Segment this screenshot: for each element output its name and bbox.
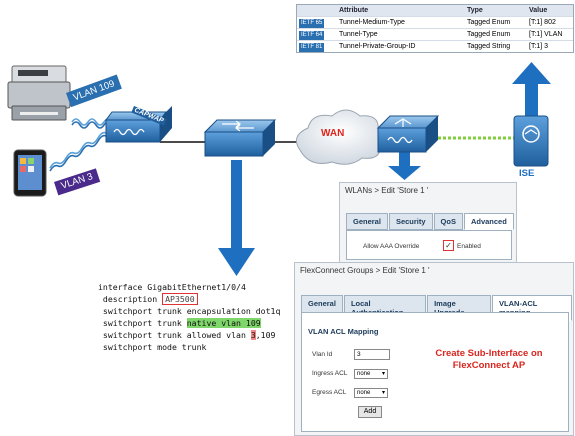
config-line: description AP3500 [98, 293, 284, 305]
table-header-type: Type [467, 7, 483, 14]
callout-text: Create Sub-Interface on FlexConnect AP [414, 348, 564, 372]
tab-security[interactable]: Security [388, 213, 433, 230]
ingress-acl-value: none [357, 371, 371, 377]
config-line: interface GigabitEthernet1/0/4 [98, 282, 246, 292]
ietf-tag: IETF 65 [299, 19, 325, 28]
ingress-acl-label: Ingress ACL [312, 370, 348, 377]
tab-qos[interactable]: QoS [433, 213, 463, 230]
ietf-tag-cell: IETF 65 [297, 17, 339, 28]
config-line: switchport trunk encapsulation dot1q [98, 306, 281, 316]
switch-config: interface GigabitEthernet1/0/4 descripti… [98, 281, 284, 357]
arrow-down-to-config [218, 160, 255, 276]
config-line-suffix: ,109 [255, 330, 276, 340]
attribute-type: Tagged Enum [467, 31, 511, 38]
vlan-id-input[interactable]: 3 [354, 349, 390, 360]
ietf-tag-cell: IETF 81 [297, 41, 339, 52]
arrow-down-to-wlan [388, 150, 421, 180]
attribute-name: Tunnel-Medium-Type [339, 19, 405, 26]
table-row: IETF 65 Tunnel-Medium-Type Tagged Enum [… [297, 17, 573, 29]
egress-acl-value: none [357, 390, 371, 396]
wlan-panel-title: WLANs > Edit 'Store 1 ' [345, 186, 429, 195]
config-line: switchport mode trunk [98, 342, 207, 352]
egress-acl-label: Egress ACL [312, 389, 347, 396]
table-header-value: Value [529, 7, 548, 14]
ise-label: ISE [519, 168, 535, 179]
attribute-type: Tagged Enum [467, 19, 511, 26]
attribute-name: Tunnel-Type [339, 31, 378, 38]
attribute-value: [T:1] 3 [529, 43, 549, 50]
vlan-acl-section-title: VLAN ACL Mapping [308, 327, 379, 336]
ietf-tag: IETF 64 [299, 31, 325, 40]
switch-icon [203, 119, 277, 157]
table-row: IETF 81 Tunnel-Private-Group-ID Tagged S… [297, 41, 573, 52]
wlan-controller-icon [376, 115, 440, 153]
flexconnect-panel-title: FlexConnect Groups > Edit 'Store 1 ' [300, 266, 430, 275]
vlan-id-label: Vlan Id [312, 351, 333, 358]
add-button[interactable]: Add [358, 406, 382, 418]
callout-line-1: Create Sub-Interface on [435, 348, 543, 359]
tab-general[interactable]: General [346, 213, 388, 230]
table-header-row: Attribute Type Value [297, 5, 573, 17]
wlan-tabs: General Security QoS Advanced [346, 213, 515, 230]
ietf-tag: IETF 81 [299, 43, 325, 52]
wireless-link-vlan3 [49, 127, 115, 172]
ingress-acl-select[interactable]: none ▾ [354, 369, 388, 379]
config-line: switchport trunk allowed vlan 3,109 [98, 329, 284, 341]
radius-attribute-table: Attribute Type Value IETF 65 Tunnel-Medi… [296, 4, 574, 53]
attribute-value: [T:1] VLAN [529, 31, 563, 38]
callout-line-2: FlexConnect AP [452, 360, 526, 371]
table-header-attribute: Attribute [339, 7, 369, 14]
flexconnect-tab-body: VLAN ACL Mapping Vlan Id 3 Ingress ACL n… [301, 312, 569, 432]
ietf-tag-cell: IETF 64 [297, 29, 339, 40]
attribute-name: Tunnel-Private-Group-ID [339, 43, 416, 50]
config-line-prefix: description [98, 294, 163, 304]
wlan-tab-body: Allow AAA Override ✓ Enabled [346, 230, 512, 260]
attribute-value: [T:1] 802 [529, 19, 556, 26]
table-header-spacer [297, 5, 339, 16]
config-line-prefix: switchport trunk [98, 318, 187, 328]
flexconnect-panel: FlexConnect Groups > Edit 'Store 1 ' Gen… [294, 262, 574, 436]
egress-acl-select[interactable]: none ▾ [354, 388, 388, 398]
config-line: switchport trunk native vlan 109 [98, 317, 284, 329]
enabled-label: Enabled [457, 243, 481, 250]
printer-icon [7, 65, 71, 121]
wan-label: WAN [321, 128, 345, 139]
ise-server-icon [513, 115, 549, 167]
config-description-value: AP3500 [162, 293, 198, 305]
tablet-icon [13, 149, 47, 197]
aaa-override-checkbox[interactable]: ✓ [443, 240, 454, 251]
arrow-up-to-attributes [512, 62, 551, 122]
chevron-down-icon: ▾ [381, 390, 385, 396]
aaa-override-label: Allow AAA Override [363, 243, 420, 250]
tab-advanced[interactable]: Advanced [463, 213, 514, 230]
chevron-down-icon: ▾ [381, 371, 385, 377]
config-line-prefix: switchport trunk allowed vlan [98, 330, 251, 340]
table-row: IETF 64 Tunnel-Type Tagged Enum [T:1] VL… [297, 29, 573, 41]
config-allowed-vlan: 3 [250, 330, 256, 340]
attribute-type: Tagged String [467, 43, 511, 50]
wlan-edit-panel: WLANs > Edit 'Store 1 ' General Security… [339, 182, 517, 264]
config-native-vlan: native vlan 109 [186, 318, 261, 328]
